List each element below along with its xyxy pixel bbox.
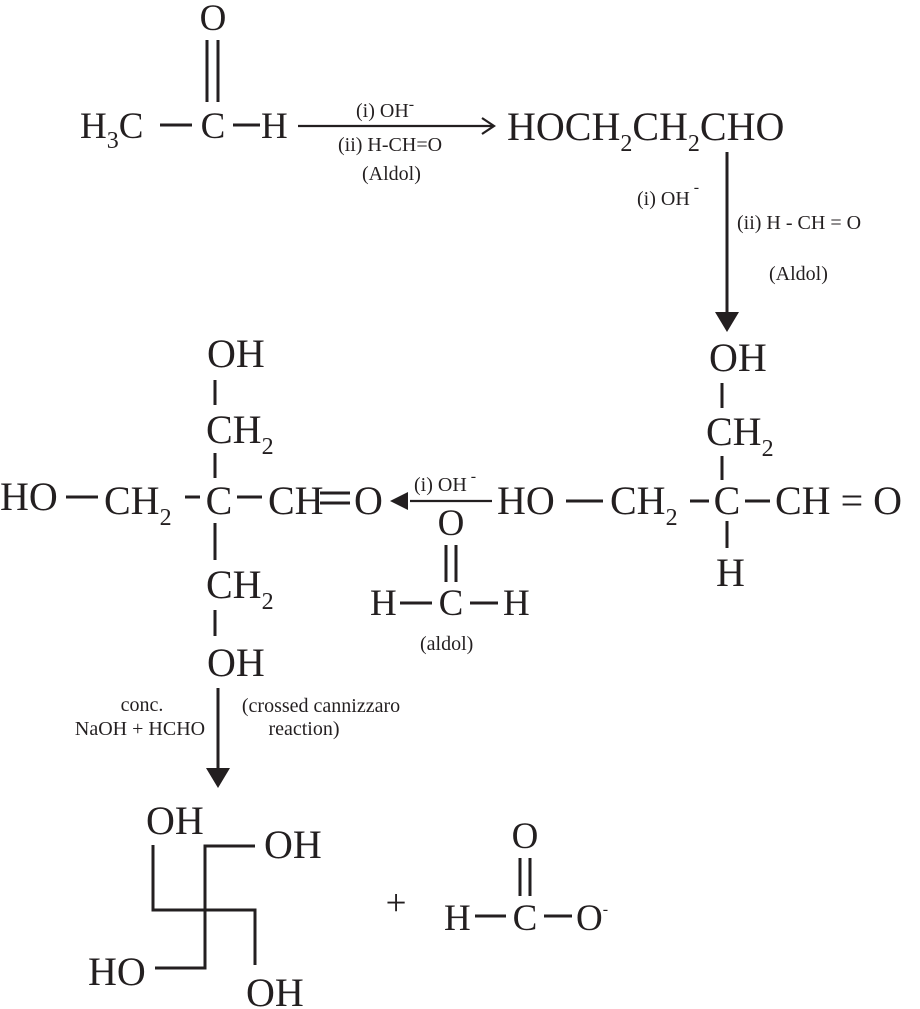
trihydroxy-oh-top: OH [207, 331, 265, 376]
formaldehyde-h-right: H [503, 583, 530, 624]
formate-o-top: O [512, 816, 539, 857]
formate-c: C [513, 898, 538, 939]
acetaldehyde-carbon: C [201, 106, 226, 147]
intermediate-aldehyde: CH = O [775, 478, 902, 523]
arrow-step-4: conc. NaOH + HCHO (crossed cannizzaro re… [75, 688, 400, 788]
plus-sign: + [386, 883, 407, 924]
trihydroxy-aldehyde: OH CH2 HO CH2 C CH O CH2 OH [0, 331, 383, 685]
formate-o: O- [576, 898, 608, 939]
trihydroxy-carbonyl-o: O [354, 478, 383, 523]
acetaldehyde-carbonyl-o: O [200, 0, 227, 39]
formate-h: H [444, 898, 471, 939]
trihydroxy-ch2-left: CH2 [104, 478, 172, 531]
trihydroxy-oh-bottom: OH [207, 640, 265, 685]
intermediate-oh-top: OH [709, 335, 767, 380]
formaldehyde-h-left: H [370, 583, 397, 624]
pentaerythritol-oh-2: OH [264, 822, 322, 867]
step1-condition-2: (ii) H-CH=O [338, 134, 442, 156]
step1-condition-1: (i) OH- [356, 96, 414, 122]
pentaerythritol: OH OH HO OH [88, 798, 322, 1009]
step4-right-line-1: (crossed cannizzaro [242, 695, 400, 717]
arrow-step-3: (i) OH- O H C H (aldol) [370, 468, 530, 655]
step1-condition-3: (Aldol) [362, 163, 421, 185]
trihydroxy-ho-left: HO [0, 474, 58, 519]
aldol-product: HOCH2CH2CHO [507, 104, 784, 157]
arrow-step-2: (i) OH- (ii) H - CH = O (Aldol) [637, 152, 861, 332]
intermediate-ho-left: HO [497, 478, 555, 523]
pentaerythritol-oh-3: OH [246, 970, 304, 1009]
formaldehyde-o: O [438, 503, 465, 544]
intermediate-ch2-left: CH2 [610, 478, 678, 531]
step3-label: (aldol) [420, 633, 473, 655]
acetaldehyde-h: H [261, 106, 288, 147]
step4-left-line-1: conc. [121, 694, 164, 716]
acetaldehyde: O H3C C H [80, 0, 288, 154]
step2-condition-3: (Aldol) [769, 263, 828, 285]
step3-condition-1: (i) OH- [414, 468, 476, 496]
intermediate-h-bottom: H [716, 550, 745, 595]
arrow-step-1: (i) OH- (ii) H-CH=O (Aldol) [298, 96, 496, 185]
step4-left-line-2: NaOH + HCHO [75, 718, 205, 740]
dihydroxy-intermediate: OH CH2 HO CH2 C CH = O H [497, 335, 902, 595]
trihydroxy-ch2-top: CH2 [206, 407, 274, 460]
trihydroxy-ch2-bottom: CH2 [206, 562, 274, 615]
step4-right-line-2: reaction) [268, 718, 339, 740]
pentaerythritol-ho: HO [88, 949, 146, 994]
formaldehyde-c: C [439, 583, 464, 624]
formate-ion: O H C O- [444, 816, 608, 939]
step2-condition-1: (i) OH- [637, 179, 699, 210]
intermediate-central-c: C [714, 478, 741, 523]
trihydroxy-central-c: C [206, 478, 233, 523]
intermediate-ch2-top: CH2 [706, 409, 774, 462]
trihydroxy-ch: CH [268, 478, 324, 523]
pentaerythritol-oh-1: OH [146, 798, 204, 843]
acetaldehyde-h3: H3C [80, 106, 143, 154]
step2-condition-2: (ii) H - CH = O [737, 212, 861, 234]
